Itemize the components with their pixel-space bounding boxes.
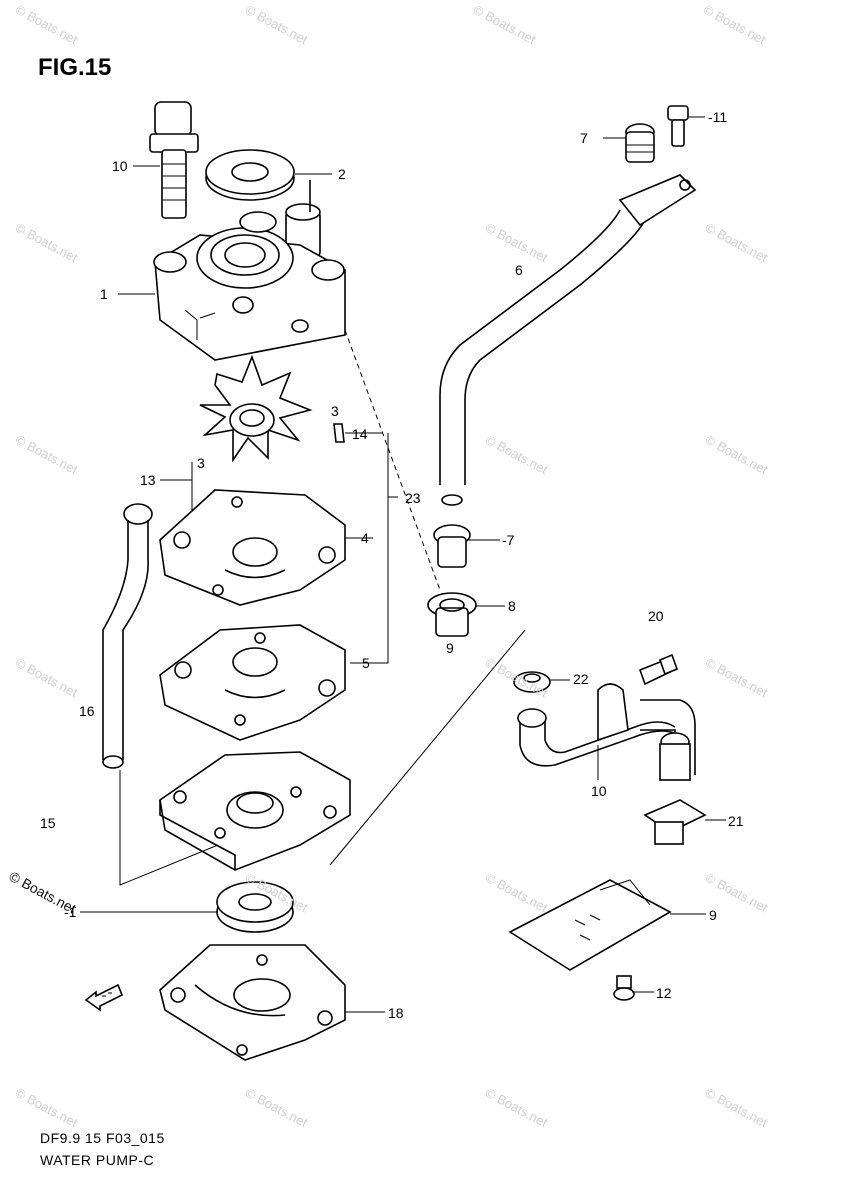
part-seal-17[interactable] <box>216 881 294 933</box>
part-pipe-19[interactable] <box>517 683 696 781</box>
callout-15: 15 <box>40 815 56 831</box>
leader-lines <box>80 116 726 1013</box>
callout-2: 2 <box>338 166 346 182</box>
callout-5: 5 <box>362 655 370 671</box>
callout-23: 23 <box>405 490 421 506</box>
part-plate-9[interactable] <box>508 879 672 971</box>
callout-18: 18 <box>388 1005 404 1021</box>
callout-9-small: 9 <box>446 640 454 656</box>
callout-12: 12 <box>656 985 672 1001</box>
part-plate-4[interactable] <box>159 489 346 606</box>
part-washer-22[interactable] <box>513 671 551 693</box>
callout-13: 13 <box>140 472 156 488</box>
part-key-3[interactable] <box>333 423 345 443</box>
part-grommet-7-top[interactable] <box>625 123 655 163</box>
callout-3-impeller: 3 <box>197 455 205 471</box>
callout-9: 9 <box>709 907 717 923</box>
part-impeller-3[interactable] <box>199 354 313 463</box>
figure-name: WATER PUMP-C <box>40 1152 155 1168</box>
part-tube-16[interactable] <box>102 503 153 769</box>
callout-4: 4 <box>361 530 369 546</box>
figure-title: FIG.15 <box>38 54 112 81</box>
callout-16: 16 <box>79 703 95 719</box>
part-pump-body-15[interactable] <box>159 751 351 871</box>
callout-21: 21 <box>728 813 744 829</box>
part-gasket-18[interactable] <box>159 944 346 1061</box>
part-bolt-11[interactable] <box>667 105 689 147</box>
callout-10-pipe: 10 <box>591 783 607 799</box>
callout-7-lower: -7 <box>502 532 515 548</box>
callout-7-top: 7 <box>580 130 588 146</box>
figure-code: DF9.9 15 F03_015 <box>40 1130 165 1146</box>
callout-11: -11 <box>708 109 728 125</box>
part-gasket-5[interactable] <box>159 624 346 741</box>
callout-6: 6 <box>515 262 523 278</box>
part-plug-21[interactable] <box>643 799 707 845</box>
part-screw-12[interactable] <box>613 975 635 1001</box>
callout-22: 22 <box>573 671 589 687</box>
part-grommet-8[interactable] <box>427 592 477 637</box>
callout-20: 20 <box>648 608 664 624</box>
part-bolt-20[interactable] <box>638 653 679 686</box>
part-bolt-10[interactable] <box>149 101 199 219</box>
part-pump-case-1[interactable] <box>153 180 346 361</box>
callout-3: 3 <box>331 403 339 419</box>
callout-8: 8 <box>508 598 516 614</box>
fwd-arrow-icon <box>84 983 124 1012</box>
part-seal-2[interactable] <box>205 149 295 201</box>
callout-10-bolt: 10 <box>112 158 128 174</box>
callout-1: 1 <box>100 286 108 302</box>
part-pipe-6[interactable] <box>439 174 697 506</box>
callout-17: -1 <box>64 904 77 920</box>
callout-14: 14 <box>352 426 368 442</box>
part-grommet-7-lower[interactable] <box>433 524 471 568</box>
